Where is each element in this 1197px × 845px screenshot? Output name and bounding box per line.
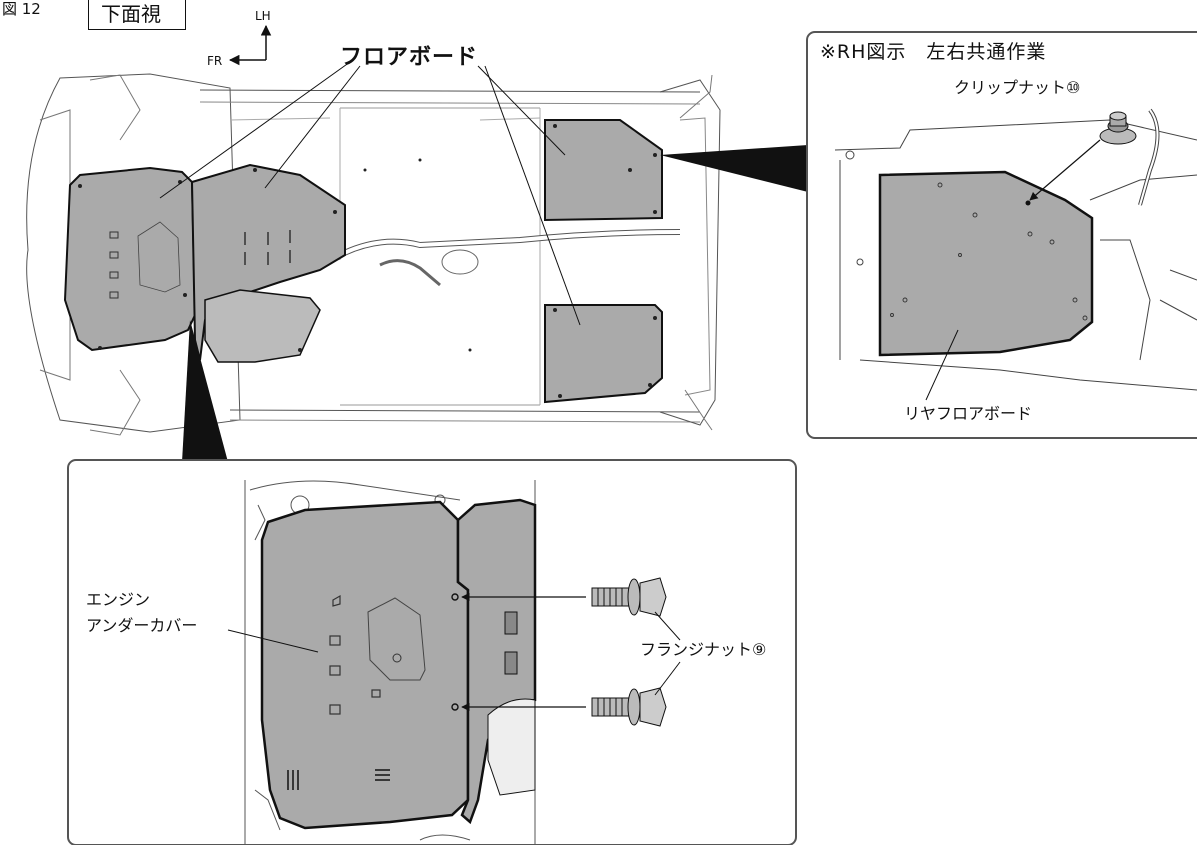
figure-number: 図 12: [2, 0, 41, 18]
fastener-dots: [78, 124, 657, 398]
engine-cover-plate: [137, 221, 181, 293]
floor-board-slots: [244, 230, 291, 265]
flange-leader-lower: [654, 661, 681, 696]
rh-inset-background: [834, 108, 1197, 391]
flange-nut-hole-upper: [451, 593, 459, 601]
floor-board-detail: [456, 498, 537, 825]
engine-cover-hole: [392, 653, 402, 663]
clip-nut-label: クリップナット⑩: [954, 78, 1081, 97]
floor-board-detail-slots: [504, 611, 518, 675]
rear-floor-board-lower: [544, 304, 663, 404]
flange-nut-hole-lower: [451, 703, 459, 711]
engine-cover-vents: [287, 769, 390, 790]
clip-nut-icon: [1099, 111, 1137, 145]
engine-cover-plate-detail: [367, 597, 426, 681]
engine-under-cover: [63, 166, 197, 352]
engine-cover-slots: [109, 231, 119, 299]
view-label: 下面視: [101, 2, 161, 26]
engine-cover-label-line2: アンダーカバー: [86, 616, 198, 635]
rear-floor-leader: [925, 329, 959, 401]
rh-rear-floor-board: [878, 170, 1094, 357]
orientation-lh-label: LH: [255, 9, 271, 23]
rh-board-dots: [890, 182, 1088, 321]
view-label-box: [88, 0, 186, 30]
clip-nut-leader: [1029, 139, 1101, 201]
engine-cover-label-line1: エンジン: [86, 590, 151, 609]
rh-callout-wedge: [660, 145, 808, 192]
flange-nut-lower-icon: [591, 687, 667, 727]
orientation-arrows: [228, 24, 272, 66]
engine-cover-leader: [227, 629, 319, 653]
front-floor-board-lower: [204, 289, 321, 363]
vehicle-underbody: [26, 73, 721, 436]
rear-floor-board-upper: [544, 119, 663, 222]
floor-board-label: フロアボード: [340, 45, 479, 70]
flange-nut-upper-icon: [591, 577, 667, 617]
rear-floor-board-label: リヤフロアボード: [904, 404, 1033, 423]
flange-nut-label: フランジナット⑨: [640, 640, 767, 659]
engine-under-cover-detail: [260, 500, 470, 830]
floor-board-opening: [487, 698, 536, 796]
rh-inset-note: ※RH図示 左右共通作業: [820, 41, 1047, 63]
engine-cover-slots-detail: [329, 594, 381, 715]
flange-leader-upper: [654, 611, 681, 641]
clip-nut-hole: [1025, 200, 1031, 206]
orientation-fr-label: FR: [207, 54, 223, 68]
floor-board-leaders: [159, 61, 581, 326]
engine-callout-wedge: [182, 320, 228, 462]
